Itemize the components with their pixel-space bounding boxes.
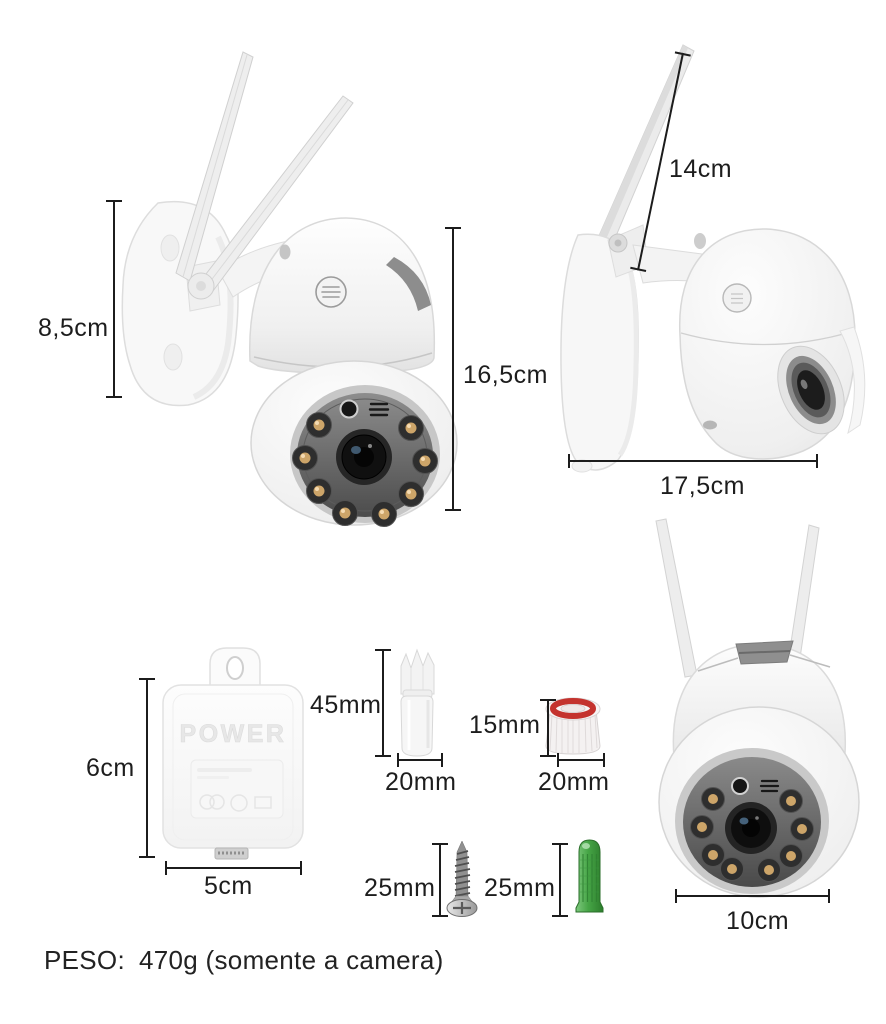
- ir-leds: [690, 787, 814, 882]
- screw-photo: [446, 840, 478, 917]
- wall-anchor-photo: [575, 839, 604, 913]
- measure-line-screw-length: [432, 843, 448, 917]
- measure-line-plug-width: [397, 753, 443, 767]
- cable-connector: [214, 847, 249, 860]
- measure-line-cap-width: [557, 753, 605, 767]
- lens-cover-flap: [839, 326, 866, 435]
- hang-hole: [226, 656, 244, 680]
- bracket-hinge: [187, 272, 215, 300]
- measure-line-anchor-length: [552, 843, 568, 917]
- measure-line-plug-height: [375, 649, 391, 757]
- measure-line-camera-width: [675, 889, 830, 903]
- wall-bracket: [121, 200, 239, 407]
- spec-label-area: [190, 759, 284, 819]
- mic-grille-icon: [759, 779, 780, 793]
- dim-label-adapter-height: 6cm: [86, 754, 135, 782]
- dim-label-bracket-height: 8,5cm: [38, 314, 109, 342]
- weight-value: 470g (somente a camera): [138, 945, 444, 975]
- antenna: [655, 518, 820, 678]
- red-seal-ring: [550, 698, 596, 719]
- light-sensor-icon: [339, 399, 359, 419]
- power-adapter-photo: POWER: [162, 647, 304, 860]
- camera-standing-view-photo: [655, 518, 860, 898]
- measure-line-cap-height: [540, 699, 556, 757]
- dim-label-anchor-length: 25mm: [484, 874, 556, 902]
- sealing-cap-photo: [545, 697, 601, 755]
- ir-leds: [292, 412, 438, 527]
- camera-lens: [725, 802, 777, 854]
- measure-line-adapter-height: [139, 678, 155, 858]
- dim-label-total-height: 16,5cm: [463, 361, 548, 389]
- measure-line-bracket-height: [106, 200, 122, 398]
- weight-note: PESO: 470g (somente a camera): [44, 945, 444, 976]
- weight-label: PESO:: [44, 945, 125, 975]
- dim-label-plug-height: 45mm: [310, 691, 382, 719]
- mic-grille-icon: [368, 402, 390, 417]
- dim-label-plug-width: 20mm: [385, 768, 457, 796]
- dim-label-screw-length: 25mm: [364, 874, 436, 902]
- dim-label-antenna-length: 14cm: [669, 155, 733, 183]
- camera-lens-barrel: [777, 345, 845, 435]
- speaker-grille-icon: [315, 276, 347, 308]
- dim-label-cap-height: 15mm: [469, 711, 541, 739]
- hang-tab: [209, 647, 261, 691]
- wall-plug-photo: [400, 648, 435, 757]
- light-sensor-icon: [731, 777, 749, 795]
- dim-label-adapter-width: 5cm: [204, 872, 253, 900]
- camera-side-view-photo: [560, 44, 866, 473]
- measure-line-depth: [568, 454, 818, 468]
- antenna: [175, 51, 354, 296]
- dim-label-cap-width: 20mm: [538, 768, 610, 796]
- camera-lens: [336, 429, 392, 485]
- plug-crown: [400, 648, 435, 695]
- dim-label-camera-width: 10cm: [726, 907, 790, 935]
- camera-head: [249, 217, 436, 375]
- power-embossed-label: POWER: [180, 720, 287, 748]
- dim-label-depth: 17,5cm: [660, 472, 745, 500]
- measure-line-adapter-width: [165, 861, 302, 875]
- camera-front-view-photo: [121, 51, 458, 527]
- measure-line-total-height: [445, 227, 461, 511]
- speaker-badge-icon: [722, 283, 752, 313]
